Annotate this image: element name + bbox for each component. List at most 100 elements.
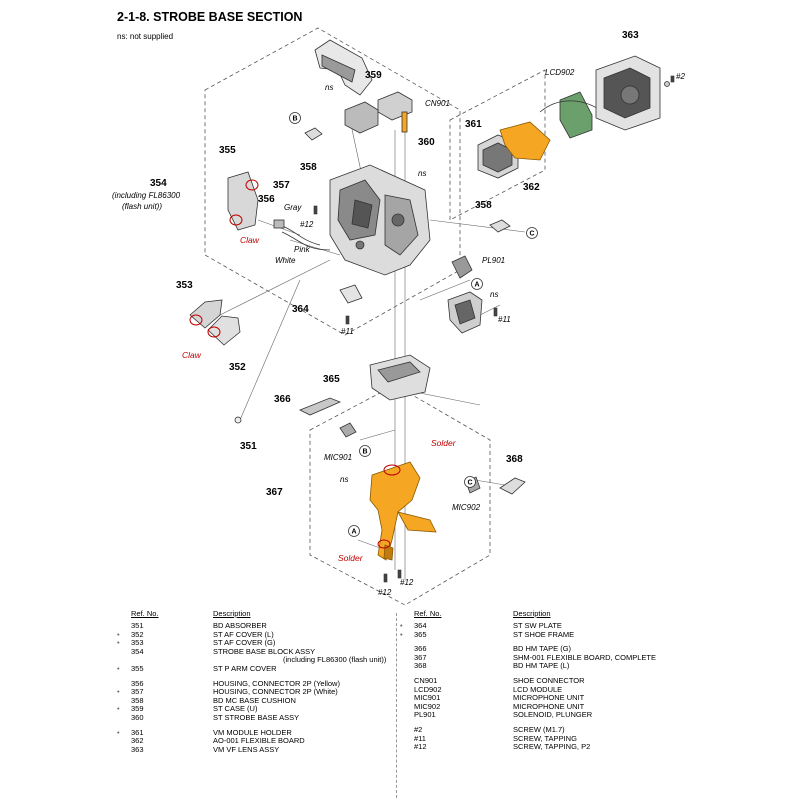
ref-no: MIC902 bbox=[414, 701, 441, 711]
label-cn901: CN901 bbox=[425, 99, 450, 108]
marker-b-top bbox=[289, 112, 301, 124]
table-divider bbox=[396, 613, 397, 798]
label-pl901: PL901 bbox=[482, 256, 505, 265]
description: (including FL86300 (flash unit)) bbox=[283, 655, 387, 665]
marker-c-right-text: C bbox=[530, 231, 535, 238]
label-354: 354 bbox=[150, 178, 167, 189]
label-screw-2: #2 bbox=[676, 72, 685, 81]
part-353-af-cover bbox=[189, 299, 223, 329]
supply-mark: • bbox=[400, 629, 403, 639]
description: AO-001 FLEXIBLE BOARD bbox=[213, 736, 305, 746]
description: ST STROBE BASE ASSY bbox=[213, 712, 300, 722]
part-labels: 363 359 361 360 355 358 362 354 357 356 … bbox=[150, 30, 639, 498]
description: SCREW, TAPPING bbox=[513, 733, 577, 743]
label-gray: Gray bbox=[284, 203, 302, 212]
description: MICROPHONE UNIT bbox=[513, 701, 585, 711]
table-row: 356 HOUSING, CONNECTOR 2P (Yellow) bbox=[117, 678, 397, 689]
marker-c-bottom-text: C bbox=[468, 480, 473, 487]
ref-no: 367 bbox=[414, 652, 427, 662]
part-362-flexible-board bbox=[499, 121, 551, 161]
part-364-sw-plate bbox=[339, 284, 363, 304]
ref-no: PL901 bbox=[414, 710, 436, 720]
label-ns-2: ns bbox=[418, 169, 426, 178]
screw-labels: #2 #12 #11 #11 #12 #12 bbox=[300, 72, 685, 597]
ref-no: 352 bbox=[131, 629, 144, 639]
label-352: 352 bbox=[229, 362, 246, 373]
description: SOLENOID, PLUNGER bbox=[513, 710, 593, 720]
part-351-absorber bbox=[234, 416, 242, 424]
ref-no: 354 bbox=[131, 646, 144, 656]
supply-mark: • bbox=[117, 687, 120, 697]
label-355: 355 bbox=[219, 145, 236, 156]
table-row: MIC902 MICROPHONE UNIT bbox=[400, 701, 700, 712]
part-mic901 bbox=[339, 422, 357, 438]
screws bbox=[313, 75, 675, 583]
label-354-note-1: (including FL86300 bbox=[112, 191, 181, 200]
description: ST P ARM COVER bbox=[213, 663, 277, 673]
outline-shoe-block bbox=[309, 384, 491, 606]
header-ref-no: Ref. No. bbox=[414, 609, 442, 618]
label-screw-12-b: #12 bbox=[400, 578, 414, 587]
description: HOUSING, CONNECTOR 2P (Yellow) bbox=[213, 678, 340, 688]
label-ns-4: ns bbox=[340, 475, 348, 484]
description: BD HM TAPE (L) bbox=[513, 661, 570, 671]
label-368: 368 bbox=[506, 454, 523, 465]
label-351: 351 bbox=[240, 441, 257, 452]
label-claw-1: Claw bbox=[240, 235, 260, 245]
description: SCREW (M1.7) bbox=[513, 724, 565, 734]
label-363: 363 bbox=[622, 30, 639, 41]
label-mic901: MIC901 bbox=[324, 453, 352, 462]
label-screw-12-a: #12 bbox=[300, 220, 314, 229]
supply-mark: • bbox=[117, 727, 120, 737]
screw-12-top bbox=[313, 205, 318, 215]
label-356: 356 bbox=[258, 194, 275, 205]
ref-no: 356 bbox=[131, 678, 144, 688]
ref-no: #2 bbox=[414, 724, 423, 734]
label-354-note-2: (flash unit)) bbox=[122, 202, 162, 211]
marker-a-right bbox=[471, 278, 483, 290]
ref-no: 358 bbox=[131, 695, 144, 705]
marker-b-bottom bbox=[359, 445, 371, 457]
label-358b: 358 bbox=[475, 200, 492, 211]
table-row: 354 STROBE BASE BLOCK ASSY bbox=[117, 646, 397, 657]
part-359-inner bbox=[344, 101, 379, 134]
supply-mark: • bbox=[117, 629, 120, 639]
description: BD MC BASE CUSHION bbox=[213, 695, 296, 705]
description: BD ABSORBER bbox=[213, 621, 267, 630]
part-368-hm-tape bbox=[499, 477, 526, 495]
part-355-arm-cover bbox=[227, 171, 259, 231]
table-row: #2 SCREW (M1.7) bbox=[400, 724, 700, 735]
label-359: 359 bbox=[365, 70, 382, 81]
label-lcd902: LCD902 bbox=[545, 68, 575, 77]
description: ST CASE (U) bbox=[213, 704, 258, 714]
marker-a-right-text: A bbox=[475, 282, 480, 289]
ref-no: 368 bbox=[414, 661, 427, 671]
table-row: 358 BD MC BASE CUSHION bbox=[117, 695, 397, 706]
ref-no: 365 bbox=[414, 629, 427, 639]
screw-12-bottom-b bbox=[397, 569, 402, 579]
marker-a-bottom bbox=[348, 525, 360, 537]
description: STROBE BASE BLOCK ASSY bbox=[213, 646, 316, 656]
ref-no: LCD902 bbox=[414, 684, 442, 694]
part-352-af-cover bbox=[207, 315, 241, 346]
header-ref-no: Ref. No. bbox=[131, 609, 159, 618]
outline-vf-block bbox=[449, 69, 546, 221]
ref-no: 366 bbox=[414, 644, 427, 654]
label-360: 360 bbox=[418, 137, 435, 148]
part-bracket-ns bbox=[447, 291, 483, 334]
label-claw-2: Claw bbox=[182, 350, 202, 360]
ref-no: 359 bbox=[131, 704, 144, 714]
table-row: PL901 SOLENOID, PLUNGER bbox=[400, 711, 700, 720]
